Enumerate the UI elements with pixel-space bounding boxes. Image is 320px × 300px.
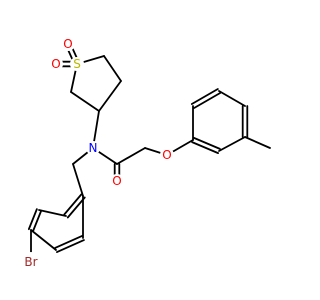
atom-oxygen-carbonyl: O	[110, 174, 124, 188]
bond-line	[103, 55, 122, 82]
atom-sulfur: S	[70, 57, 84, 71]
bond-line	[54, 234, 83, 249]
bond-line	[193, 92, 222, 109]
oxygen-label: O	[112, 174, 121, 188]
bond-layer	[27, 42, 271, 263]
bond-line	[218, 90, 246, 107]
oxygen-label: O	[63, 37, 72, 51]
atom-bromine: Br	[21, 252, 41, 272]
molecule-svg: S O O N O O Br	[21, 37, 271, 272]
bromine-label: Br	[24, 255, 37, 269]
nitrogen-label: N	[89, 141, 98, 155]
bond-line	[72, 163, 84, 197]
bond-line	[30, 229, 57, 251]
atom-nitrogen: N	[86, 141, 100, 155]
oxygen-label: O	[51, 57, 60, 71]
bond-line	[218, 136, 246, 152]
bond-line	[38, 209, 67, 217]
bond-line	[63, 193, 83, 216]
molecule-structure-diagram: S O O N O O Br	[21, 37, 271, 272]
bond-line	[192, 136, 221, 150]
bond-line	[66, 196, 86, 219]
atom-oxygen-ether: O	[160, 148, 174, 162]
atom-oxygen-sulfonyl-2: O	[49, 57, 63, 71]
sulfur-label: S	[73, 57, 81, 71]
bond-line	[32, 209, 43, 232]
atom-label-layer: S O O N O O Br	[21, 37, 174, 272]
atom-oxygen-sulfonyl-1: O	[61, 37, 75, 51]
bond-line	[70, 91, 100, 112]
bond-line	[190, 88, 219, 105]
oxygen-label: O	[162, 148, 171, 162]
bond-line	[56, 239, 85, 254]
bond-line	[27, 208, 38, 231]
bond-line	[116, 147, 146, 165]
bond-line	[191, 141, 220, 155]
bond-line	[98, 80, 122, 112]
bond-line	[244, 136, 271, 149]
